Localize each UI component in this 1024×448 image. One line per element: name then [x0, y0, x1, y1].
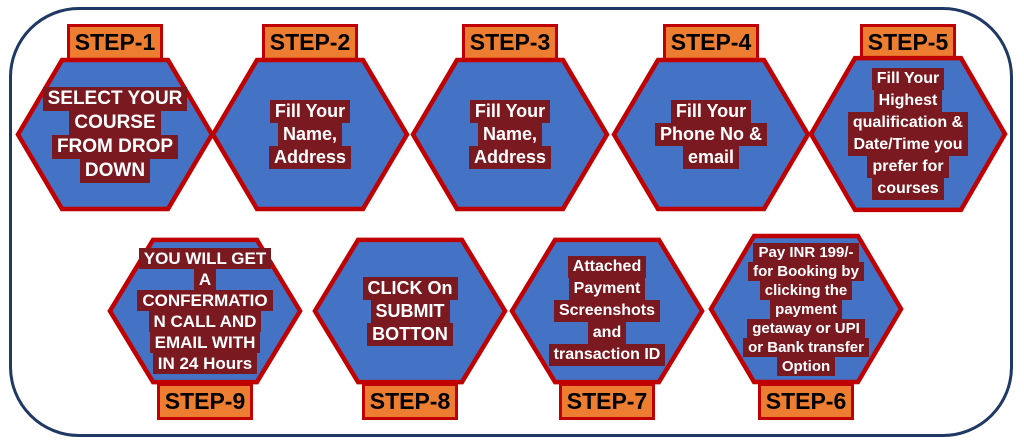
step-text-line: Pay INR 199/- [753, 242, 859, 262]
step-5-text: Fill Your Highest qualification & Date/T… [808, 55, 1008, 213]
step-7-text: Attached Payment Screenshots and transac… [509, 237, 705, 385]
step-text-line: Highest [873, 90, 943, 112]
step-6-label: STEP-6 [758, 383, 854, 420]
step-text-line: clicking the [759, 280, 853, 300]
step-9-hexagon: YOU WILL GET A CONFERMATIO N CALL AND EM… [107, 237, 303, 385]
step-text-line: EMAIL WITH [149, 332, 261, 353]
step-text-line: Fill Your [670, 100, 752, 123]
step-text-line: COURSE [69, 110, 161, 135]
step-text-line: CLICK On [362, 276, 458, 300]
step-9-label: STEP-9 [157, 383, 253, 420]
step-text-line: N CALL AND [148, 311, 262, 332]
step-text-line: qualification & [847, 112, 969, 134]
step-text-line: Option [776, 356, 836, 376]
step-text-line: email [682, 146, 740, 169]
step-text-line: Fill Your [871, 68, 945, 90]
rounded-frame [9, 7, 1013, 437]
step-text-line: Address [268, 146, 352, 169]
step-text-line: FROM DROP [51, 134, 179, 159]
step-7-hexagon: Attached Payment Screenshots and transac… [509, 237, 705, 385]
step-6-text: Pay INR 199/- for Booking by clicking th… [708, 233, 904, 385]
step-9-text: YOU WILL GET A CONFERMATIO N CALL AND EM… [107, 237, 303, 385]
step-text-line: Date/Time you [848, 134, 968, 156]
step-text-line: BOTTON [367, 322, 453, 346]
step-text-line: Payment [568, 278, 646, 300]
step-text-line: getaway or UPI [747, 318, 865, 338]
step-text-line: or Bank transfer [743, 337, 869, 357]
step-text-line: courses [872, 178, 944, 200]
step-2-text: Fill Your Name, Address [210, 57, 410, 212]
step-text-line: Phone No & [655, 123, 767, 146]
step-text-line: prefer for [867, 156, 949, 178]
step-text-line: transaction ID [548, 344, 666, 366]
step-text-line: payment [770, 299, 842, 319]
step-5-hexagon: Fill Your Highest qualification & Date/T… [808, 55, 1008, 213]
step-8-label: STEP-8 [362, 383, 458, 420]
step-8-text: CLICK On SUBMIT BOTTON [312, 237, 508, 385]
step-6-hexagon: Pay INR 199/- for Booking by clicking th… [708, 233, 904, 385]
step-text-line: SUBMIT [370, 299, 450, 323]
step-text-line: Fill Your [469, 100, 551, 123]
step-3-hexagon: Fill Your Name, Address [410, 57, 610, 212]
step-7-label: STEP-7 [559, 383, 655, 420]
step-text-line: YOU WILL GET [138, 248, 272, 269]
step-3-label: STEP-3 [462, 24, 558, 61]
step-text-line: and [587, 322, 627, 344]
step-4-text: Fill Your Phone No & email [611, 57, 811, 212]
step-5-label: STEP-5 [860, 24, 956, 61]
step-text-line: Attached [567, 256, 647, 278]
step-2-label: STEP-2 [262, 24, 358, 61]
step-4-hexagon: Fill Your Phone No & email [611, 57, 811, 212]
step-text-line: DOWN [79, 158, 151, 183]
step-text-line: SELECT YOUR [42, 86, 188, 111]
step-text-line: Fill Your [269, 100, 351, 123]
step-3-text: Fill Your Name, Address [410, 57, 610, 212]
step-text-line: A [193, 269, 217, 290]
step-text-line: Screenshots [553, 300, 661, 322]
step-text-line: IN 24 Hours [152, 353, 258, 374]
step-1-hexagon: SELECT YOUR COURSE FROM DROP DOWN [15, 57, 215, 212]
step-2-hexagon: Fill Your Name, Address [210, 57, 410, 212]
step-text-line: Name, [277, 123, 343, 146]
step-text-line: CONFERMATIO [137, 290, 273, 311]
step-text-line: for Booking by [748, 261, 864, 281]
step-4-label: STEP-4 [663, 24, 759, 61]
step-1-label: STEP-1 [67, 24, 163, 61]
step-text-line: Address [468, 146, 552, 169]
step-text-line: Name, [477, 123, 543, 146]
step-8-hexagon: CLICK On SUBMIT BOTTON [312, 237, 508, 385]
step-1-text: SELECT YOUR COURSE FROM DROP DOWN [15, 57, 215, 212]
